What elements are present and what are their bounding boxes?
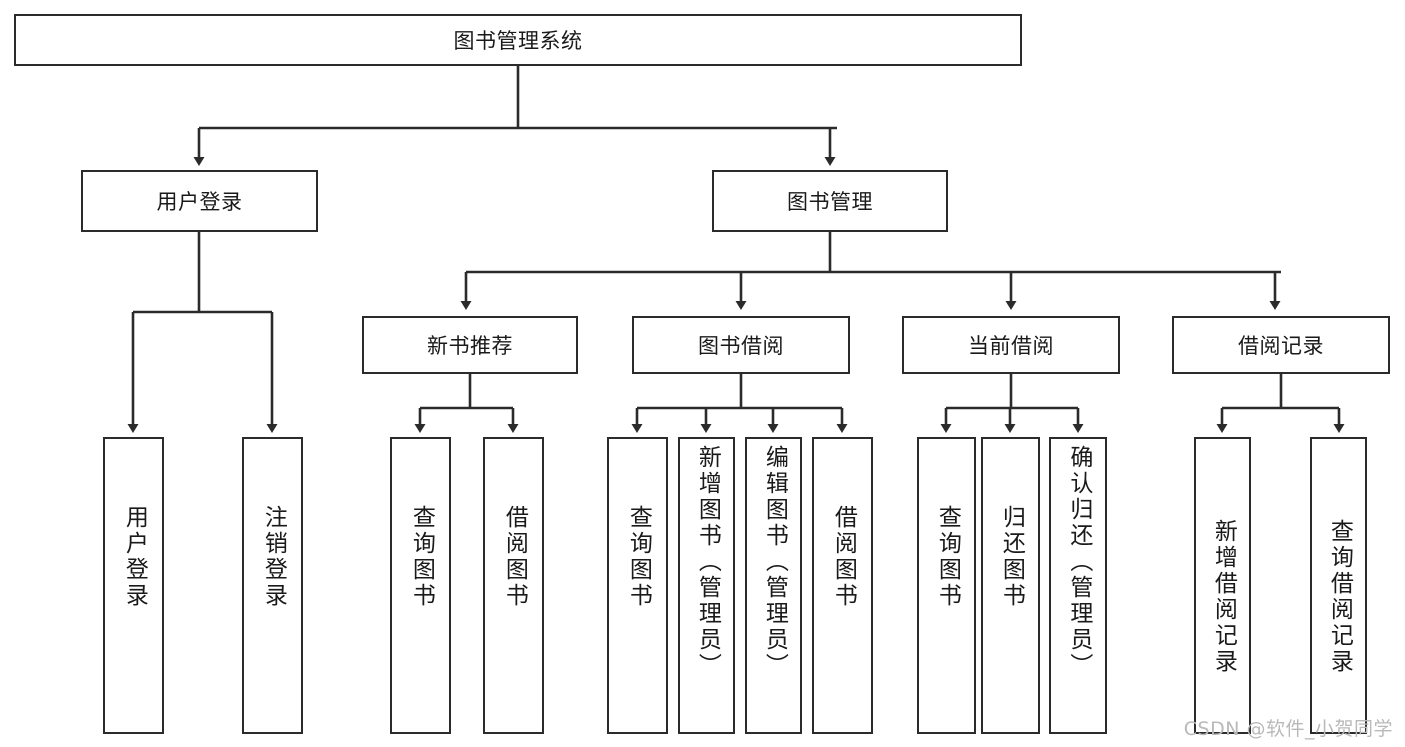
leaf-add-book-label: 新增图书（管理员） [694, 445, 721, 679]
leaf-logout[interactable]: 注销登录 [242, 437, 303, 734]
leaf-add-record[interactable]: 新增借阅记录 [1194, 437, 1251, 734]
node-book-manage[interactable]: 图书管理 [712, 170, 948, 232]
leaf-add-book[interactable]: 新增图书（管理员） [678, 437, 735, 734]
node-new-book-recommend-label: 新书推荐 [427, 334, 513, 358]
leaf-borrow-book-2-label: 借阅图书 [830, 505, 857, 609]
leaf-query-record-label: 查询借阅记录 [1326, 519, 1353, 675]
node-current-borrow[interactable]: 当前借阅 [902, 316, 1120, 374]
watermark: CSDN @软件_小贺同学 [1183, 718, 1393, 740]
leaf-query-book-3-label: 查询图书 [934, 505, 961, 609]
node-book-borrow[interactable]: 图书借阅 [632, 316, 850, 374]
node-book-manage-label: 图书管理 [787, 190, 873, 214]
node-book-borrow-label: 图书借阅 [698, 334, 784, 358]
node-root[interactable]: 图书管理系统 [14, 14, 1022, 66]
leaf-query-book-3[interactable]: 查询图书 [917, 437, 976, 734]
leaf-user-login[interactable]: 用户登录 [103, 437, 164, 734]
node-current-borrow-label: 当前借阅 [968, 334, 1054, 358]
leaf-query-record[interactable]: 查询借阅记录 [1310, 437, 1367, 734]
leaf-borrow-book-1[interactable]: 借阅图书 [483, 437, 544, 734]
leaf-edit-book[interactable]: 编辑图书（管理员） [745, 437, 802, 734]
leaf-query-book-1[interactable]: 查询图书 [390, 437, 451, 734]
leaf-logout-label: 注销登录 [260, 505, 287, 609]
leaf-confirm-return-label: 确认归还（管理员） [1065, 445, 1092, 679]
leaf-borrow-book-2[interactable]: 借阅图书 [812, 437, 873, 734]
leaf-user-login-label: 用户登录 [121, 505, 148, 609]
node-borrow-record-label: 借阅记录 [1238, 334, 1324, 358]
leaf-confirm-return[interactable]: 确认归还（管理员） [1049, 437, 1107, 734]
leaf-return-book-label: 归还图书 [998, 505, 1025, 609]
leaf-edit-book-label: 编辑图书（管理员） [761, 445, 788, 679]
leaf-query-book-1-label: 查询图书 [408, 505, 435, 609]
node-user-login-label: 用户登录 [156, 190, 243, 214]
leaf-query-book-2-label: 查询图书 [625, 505, 652, 609]
leaf-add-record-label: 新增借阅记录 [1210, 519, 1237, 675]
node-root-label: 图书管理系统 [453, 29, 583, 53]
leaf-return-book[interactable]: 归还图书 [981, 437, 1040, 734]
node-borrow-record[interactable]: 借阅记录 [1172, 316, 1390, 374]
node-new-book-recommend[interactable]: 新书推荐 [362, 316, 578, 374]
leaf-query-book-2[interactable]: 查询图书 [607, 437, 668, 734]
node-user-login[interactable]: 用户登录 [81, 170, 318, 232]
leaf-borrow-book-1-label: 借阅图书 [501, 505, 528, 609]
